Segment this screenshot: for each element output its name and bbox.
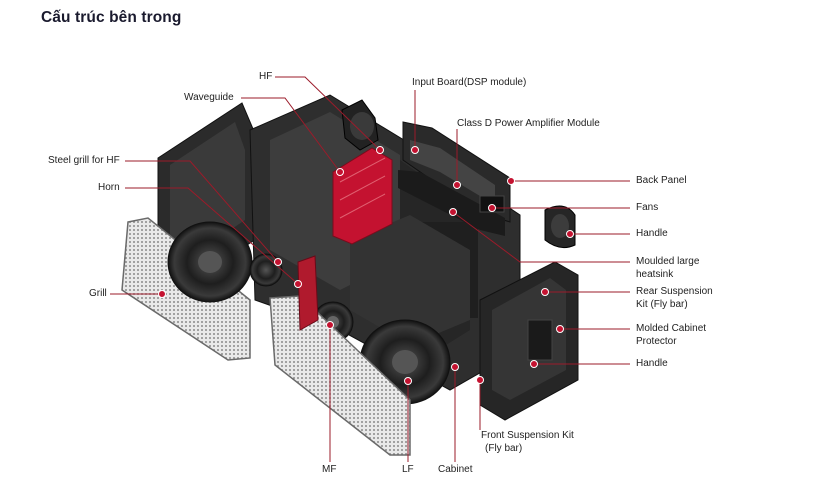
- label-cabinet-protector-line1: Molded Cabinet: [636, 323, 707, 334]
- lf-driver-top: [167, 221, 253, 303]
- label-handle-bottom: Handle: [636, 358, 668, 369]
- label-cabinet-protector: Molded Cabinet Protector: [636, 323, 706, 348]
- label-waveguide: Waveguide: [184, 92, 234, 103]
- label-front-suspension: Front Suspension Kit (Fly bar): [481, 430, 574, 455]
- label-input-board: Input Board(DSP module): [412, 77, 527, 88]
- hf-compression-driver: [341, 99, 379, 151]
- leader-lines: [110, 76, 630, 462]
- label-mf: MF: [322, 464, 337, 475]
- label-rear-suspension-line2: Kit (Fly bar): [636, 298, 688, 310]
- label-rear-suspension: Rear Suspension Kit (Fly bar): [636, 286, 713, 311]
- label-front-suspension-line1: Front Suspension Kit: [481, 430, 574, 441]
- label-handle-top: Handle: [636, 228, 668, 239]
- waveguide: [332, 147, 393, 245]
- label-steel-grill-hf: Steel grill for HF: [48, 155, 120, 166]
- label-lf: LF: [402, 464, 414, 475]
- label-heatsink-line2: heatsink: [636, 268, 674, 280]
- label-cabinet: Cabinet: [438, 464, 473, 475]
- label-grill: Grill: [89, 288, 107, 299]
- page-title: Cấu trúc bên trong: [41, 9, 182, 26]
- label-fans: Fans: [636, 202, 659, 213]
- label-hf: HF: [259, 71, 273, 82]
- label-heatsink: Moulded large heatsink: [636, 256, 699, 281]
- rear-side-plate: [479, 261, 579, 421]
- label-rear-suspension-line1: Rear Suspension: [636, 286, 713, 297]
- label-cabinet-protector-line2: Protector: [636, 335, 677, 347]
- label-front-suspension-line2: (Fly bar): [485, 442, 523, 454]
- label-horn: Horn: [98, 182, 120, 193]
- horn-red: [297, 255, 319, 331]
- label-back-panel: Back Panel: [636, 175, 687, 186]
- label-heatsink-line1: Moulded large: [636, 256, 700, 267]
- handle-top-part: [544, 205, 576, 249]
- label-amp-module: Class D Power Amplifier Module: [457, 118, 600, 129]
- marker-dots: [158, 146, 574, 385]
